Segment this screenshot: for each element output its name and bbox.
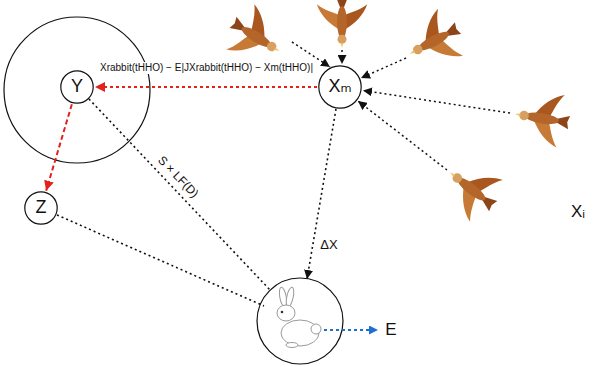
label-box: ΔX (318, 235, 339, 253)
dive-line (57, 215, 264, 306)
energy-arrow (324, 329, 378, 331)
node-text: Z (36, 198, 47, 218)
circle-outline (61, 71, 93, 103)
hawk-arrow (358, 101, 447, 170)
dive-arrow (46, 104, 72, 190)
hawk-label: Xᵢ (569, 202, 587, 222)
update-arrow (95, 86, 317, 88)
circle-outline (319, 66, 361, 108)
label-box: S × LF(D) (153, 149, 205, 202)
node-text: Y (71, 77, 83, 97)
formula-label: Xrabbit(tHHO) − E|JXrabbit(tHHO) − Xm(tH… (98, 62, 315, 74)
mean-position-node: Xₘ (318, 65, 362, 109)
distance-label: ΔX (318, 237, 339, 253)
prey-circle (257, 278, 343, 364)
hawk-figure (397, 5, 470, 78)
hawk-arrow (363, 91, 510, 114)
levy-flight-line (89, 99, 271, 291)
hawk-figure (317, 0, 367, 48)
hawk-arrow (341, 50, 343, 64)
node-text: Xₘ (328, 77, 351, 97)
position-node: Z (24, 191, 58, 225)
rabbit-tail (311, 324, 321, 334)
hawk-figure (511, 88, 573, 149)
rabbit-foot (286, 343, 298, 348)
distance-arrow (307, 109, 336, 279)
hawk-arrow (361, 58, 406, 78)
hawk-figure (434, 152, 510, 228)
rabbit-eye (281, 311, 284, 314)
rabbit-head (277, 305, 295, 321)
rabbit-ear (285, 287, 295, 308)
circle-outline (25, 192, 57, 224)
label-box: E (383, 320, 398, 340)
energy-label: E (383, 320, 398, 340)
step-label: S × LF(D) (153, 152, 202, 203)
region-circle (4, 17, 150, 163)
edge-label-box: Xrabbit(tHHO) − E|JXrabbit(tHHO) − Xm(tH… (98, 57, 315, 75)
label-box: Xᵢ (569, 202, 587, 222)
position-node: Y (60, 70, 94, 104)
rabbit-figure (277, 287, 321, 348)
